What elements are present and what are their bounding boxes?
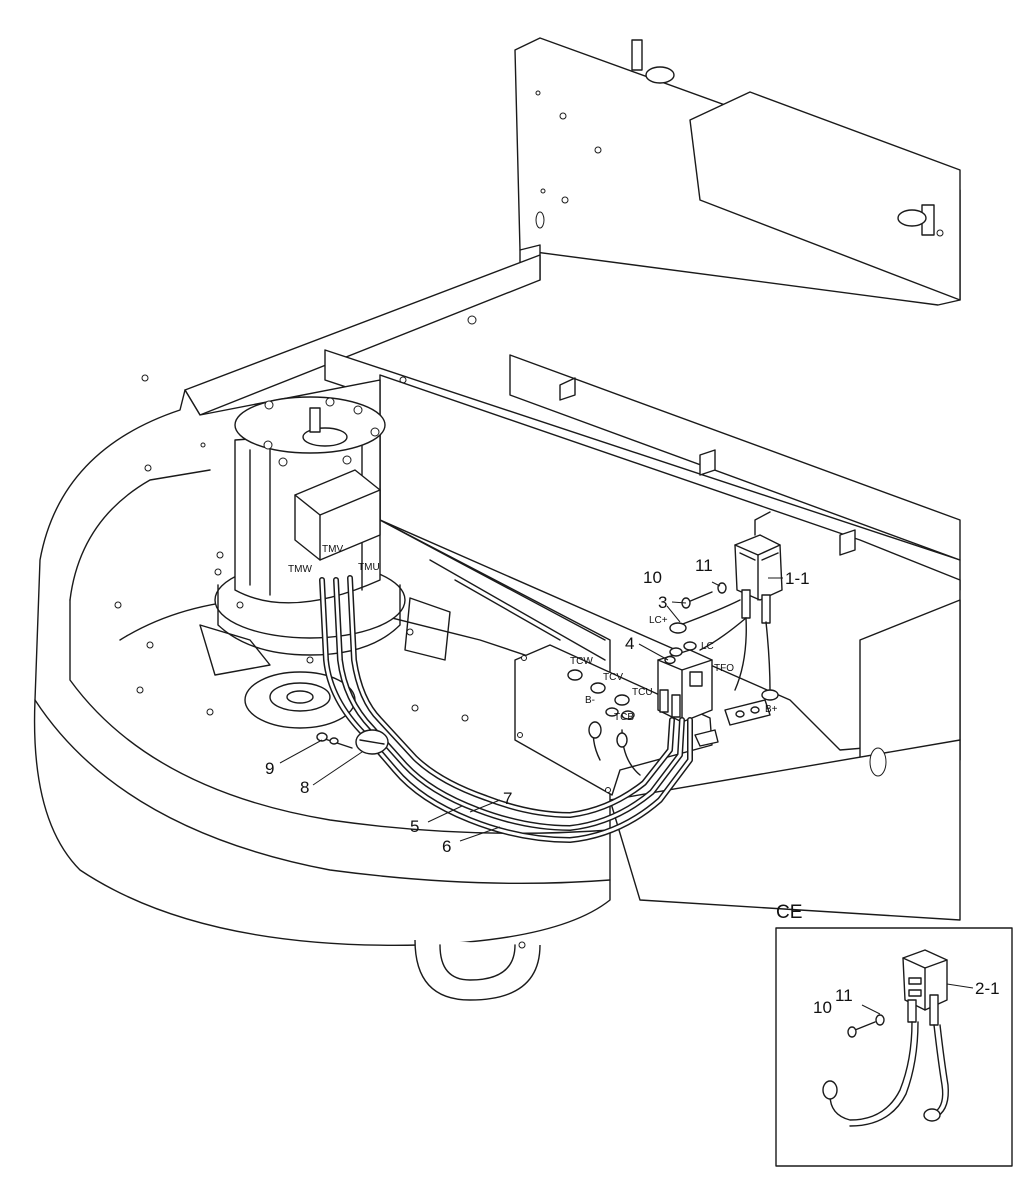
terminal-label-b-plus: B+ bbox=[765, 704, 778, 715]
terminal-label-tmw: TMW bbox=[288, 564, 312, 575]
ce-inset-title: CE bbox=[776, 902, 802, 923]
callout-4: 4 bbox=[625, 634, 634, 653]
callout-10: 10 bbox=[643, 568, 662, 587]
terminal-label-tmv: TMV bbox=[322, 544, 343, 555]
leader-lines bbox=[279, 577, 783, 842]
ce-inset bbox=[775, 927, 1013, 1167]
callout-inset-11: 11 bbox=[835, 986, 853, 1005]
terminal-label-tfo: TFO bbox=[714, 663, 734, 674]
callout-1-1: 1-1 bbox=[785, 569, 810, 588]
terminal-label-tmu: TMU bbox=[358, 562, 380, 573]
b-minus-lug bbox=[588, 721, 602, 739]
callout-5: 5 bbox=[410, 817, 419, 836]
terminal-label-b-minus: B- bbox=[585, 695, 595, 706]
lc-plus-lug bbox=[669, 622, 687, 634]
callout-7: 7 bbox=[503, 789, 512, 808]
contactor bbox=[657, 641, 719, 747]
callout-11: 11 bbox=[695, 556, 713, 575]
callout-inset-10: 10 bbox=[813, 998, 832, 1017]
terminal-label-tcu: TCU bbox=[632, 687, 653, 698]
battery-connector-1-1 bbox=[724, 511, 783, 726]
washer-11 bbox=[717, 582, 727, 594]
motor-cables bbox=[319, 575, 693, 843]
tcb-lug bbox=[616, 732, 628, 748]
terminal-label-tcv: TCV bbox=[603, 672, 623, 683]
callout-6: 6 bbox=[442, 837, 451, 856]
chassis-frame bbox=[33, 37, 961, 1001]
callout-2-1: 2-1 bbox=[975, 979, 1000, 998]
callout-8: 8 bbox=[300, 778, 309, 797]
callout-9: 9 bbox=[265, 759, 274, 778]
cable-clamp-8 bbox=[355, 729, 389, 755]
terminal-label-tcb: TCB bbox=[614, 712, 634, 723]
screw-9 bbox=[316, 732, 353, 749]
terminal-label-tcw: TCW bbox=[570, 656, 593, 667]
cable-3 bbox=[679, 599, 741, 626]
drive-motor bbox=[214, 396, 406, 729]
terminal-label-lc-plus: LC+ bbox=[649, 615, 668, 626]
callout-3: 3 bbox=[658, 593, 667, 612]
